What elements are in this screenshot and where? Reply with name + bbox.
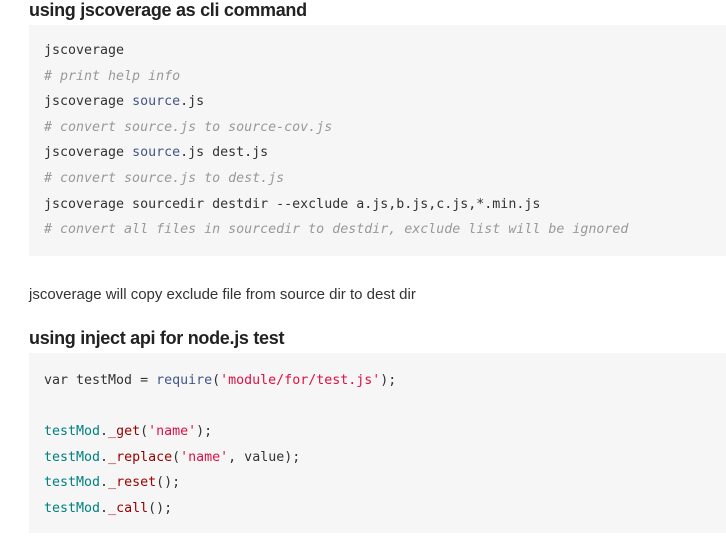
code-token: ();: [148, 500, 173, 516]
code-token: , value);: [228, 449, 301, 465]
code-token: testMod: [44, 475, 101, 491]
code-token: (: [212, 373, 221, 388]
code-comment: # convert all files in sourcedir to dest…: [44, 222, 629, 238]
code-token: .: [100, 500, 109, 516]
code-line: # convert all files in sourcedir to dest…: [44, 217, 726, 243]
code-token: .: [100, 424, 109, 440]
code-token: .js: [180, 94, 205, 110]
code-line: testMod._call();: [44, 496, 726, 522]
code-line: var testMod = require('module/for/test.j…: [44, 368, 726, 394]
code-token: 'name': [148, 424, 197, 440]
code-token: .: [100, 475, 109, 491]
code-comment: # convert source.js to dest.js: [44, 170, 285, 186]
code-token: );: [196, 424, 213, 440]
section-heading-cli: using jscoverage as cli command: [29, 0, 307, 20]
code-token: .js dest.js: [180, 145, 269, 161]
code-token: _call: [108, 500, 149, 516]
code-comment: # print help info: [44, 68, 181, 84]
code-block-inject-api: var testMod = require('module/for/test.j…: [29, 353, 726, 533]
code-line: testMod._get('name');: [44, 419, 726, 445]
code-line: [44, 394, 726, 420]
code-token: 'module/for/test.js': [220, 373, 381, 388]
code-token: _get: [108, 424, 141, 440]
code-line: testMod._replace('name', value);: [44, 445, 726, 471]
code-token: jscoverage: [44, 94, 133, 110]
code-token: .: [100, 449, 109, 465]
code-line: jscoverage source.js dest.js: [44, 140, 726, 166]
code-token: source: [132, 94, 181, 110]
code-token: 'name': [180, 449, 229, 465]
code-block-cli: jscoverage # print help info jscoverage so…: [29, 25, 726, 256]
code-line: # convert source.js to source-cov.js: [44, 115, 726, 141]
code-token: require: [156, 373, 213, 388]
code-line: # convert source.js to dest.js: [44, 166, 726, 192]
code-token: testMod: [44, 449, 101, 465]
code-token: ();: [156, 475, 181, 491]
code-token: testMod: [44, 424, 101, 440]
code-token: jscoverage sourcedir destdir --exclude a…: [44, 196, 541, 212]
code-comment: # convert source.js to source-cov.js: [44, 119, 333, 135]
code-line: jscoverage source.js: [44, 89, 726, 115]
section-heading-inject-api: using inject api for node.js test: [29, 328, 285, 348]
code-token: testMod: [44, 500, 101, 516]
code-token: _reset: [108, 475, 157, 491]
code-token: source: [132, 145, 181, 161]
code-token: (: [140, 424, 149, 440]
code-token: var testMod =: [44, 373, 157, 388]
code-line: # print help info: [44, 64, 726, 90]
code-token: jscoverage: [44, 145, 133, 161]
code-line: testMod._reset();: [44, 470, 726, 496]
code-token: jscoverage: [44, 43, 125, 58]
code-line: jscoverage sourcedir destdir --exclude a…: [44, 192, 726, 218]
code-token: _replace: [108, 449, 173, 465]
code-token: (: [172, 449, 181, 465]
code-token: );: [380, 373, 397, 388]
code-line: jscoverage: [44, 38, 726, 64]
paragraph-exclude-note: jscoverage will copy exclude file from s…: [29, 286, 416, 303]
